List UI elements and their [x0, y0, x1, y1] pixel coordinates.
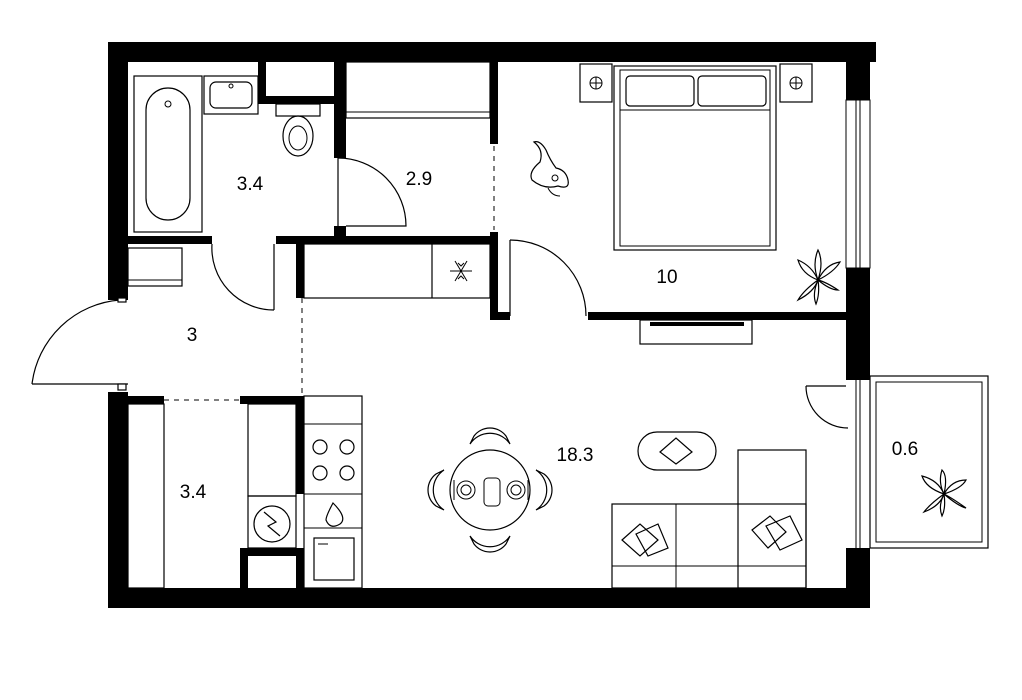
balcony-plant-icon [921, 468, 967, 518]
area-label-bedroom: 10 [656, 267, 678, 288]
stove-icon [312, 439, 355, 481]
bathtub [133, 75, 203, 233]
doors [31, 157, 849, 429]
tv-stand [639, 319, 753, 345]
wardrobe [345, 61, 491, 119]
kitchen-counter [303, 395, 363, 589]
dog-icon [530, 141, 569, 197]
toilet [275, 103, 321, 157]
double-bed [613, 65, 777, 251]
openings [164, 146, 495, 401]
area-label-storage: 3.4 [179, 482, 207, 503]
storage-shelf [127, 403, 165, 589]
sink-icon [325, 502, 344, 527]
area-label-toilet-corridor: 2.9 [405, 169, 433, 190]
freezer-icon [450, 260, 472, 282]
area-label-living-kitchen: 18.3 [556, 445, 594, 466]
bedroom-window [845, 99, 871, 269]
area-label-balcony: 0.6 [891, 439, 919, 460]
coffee-table [637, 431, 717, 471]
dining-table [427, 427, 553, 553]
area-label-bathroom: 3.4 [236, 174, 264, 195]
sofa [611, 449, 807, 589]
plant-icon [796, 248, 842, 306]
nightstand-left [579, 63, 613, 103]
nightstand-right [779, 63, 813, 103]
cabinet [127, 247, 183, 287]
counter-top [303, 243, 491, 299]
electric-panel-icon [247, 495, 297, 549]
living-window [855, 380, 861, 548]
area-label-hallway: 3 [186, 325, 198, 346]
washbasin [203, 75, 259, 115]
boiler-cabinet [247, 403, 297, 497]
oven-icon [313, 537, 355, 581]
balcony [869, 375, 989, 549]
interior-walls [128, 62, 846, 588]
exterior-walls [108, 42, 876, 608]
